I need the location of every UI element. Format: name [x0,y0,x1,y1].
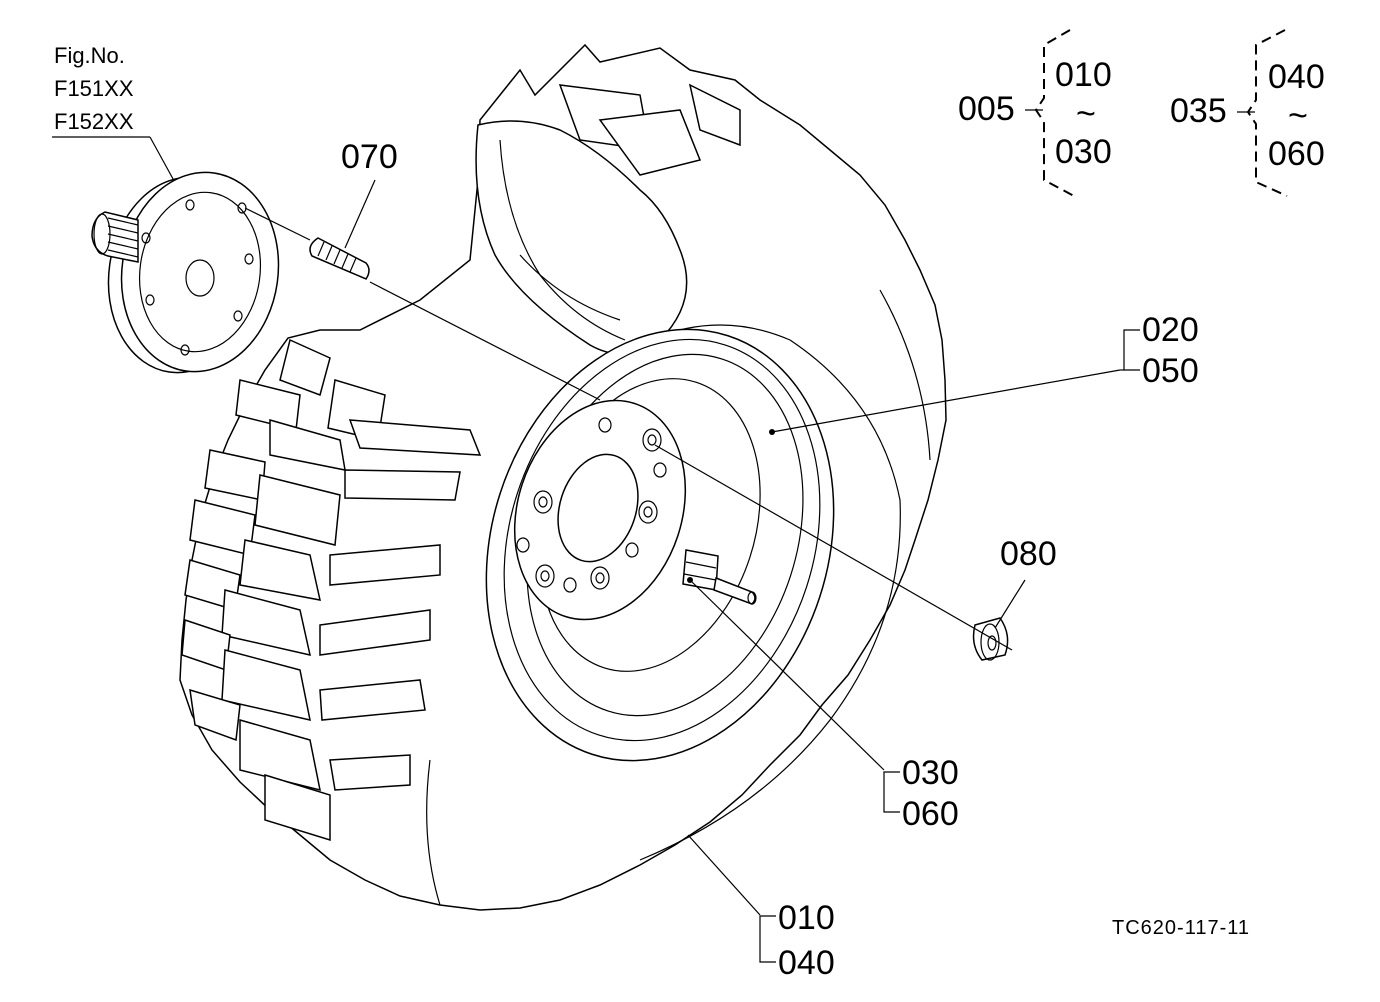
group-035-tilde: ~ [1288,97,1308,135]
group-035-from: 040 [1268,58,1325,96]
tread-lugs [181,338,482,842]
stud-bolt [309,237,370,280]
fig-number-block: Fig.No. F151XX F152XX [52,43,179,189]
callout-060: 060 [902,795,959,833]
callout-050: 050 [1142,352,1199,390]
group-005-ref: 005 [958,90,1015,128]
callout-040: 040 [778,944,835,982]
fig-number-2: F152XX [54,109,134,134]
group-005-to: 030 [1055,133,1112,171]
leader-lines [244,179,1140,963]
fig-label: Fig.No. [54,43,125,68]
group-005-tilde: ~ [1076,95,1096,133]
axle-hub-flange [91,171,280,374]
drawing-code: TC620-117-11 [1112,917,1250,939]
callout-070: 070 [341,138,398,176]
fig-number-1: F151XX [54,76,134,101]
wheel-nut [972,617,1009,661]
group-035-ref: 035 [1170,92,1227,130]
group-035-to: 060 [1268,135,1325,173]
callout-020: 020 [1142,311,1199,349]
group-005-from: 010 [1055,56,1112,94]
warning-label-icon [682,549,719,591]
group-005: 005 010 ~ 030 [958,29,1112,197]
rim-bolt-holes [516,417,667,593]
callout-080: 080 [1000,535,1057,573]
callout-010: 010 [778,899,835,937]
group-035: 035 040 ~ 060 [1170,29,1325,197]
callout-030: 030 [902,754,959,792]
